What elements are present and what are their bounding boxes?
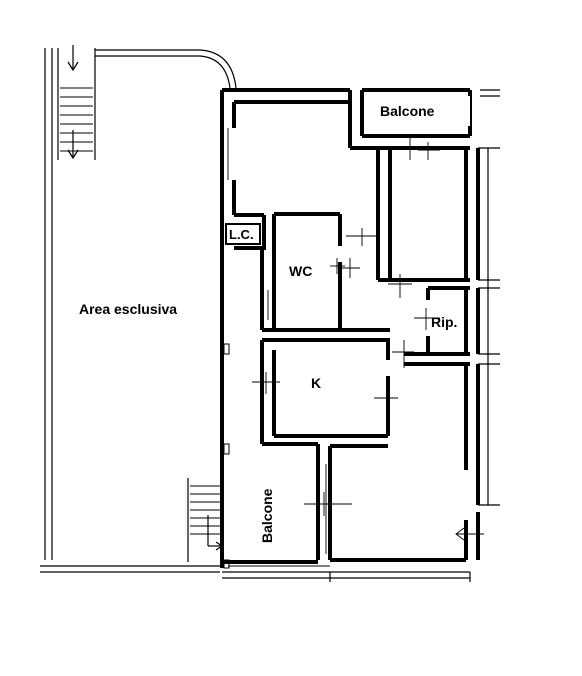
- window-marks: [223, 128, 327, 569]
- wc-label: WC: [289, 263, 312, 279]
- kitchen-label: K: [311, 375, 321, 391]
- stair-top-left: [57, 45, 96, 160]
- rip-label: Rip.: [431, 314, 457, 330]
- stair-bottom-left: [187, 478, 224, 562]
- balcone-top-label: Balcone: [380, 103, 435, 119]
- bottom-walls: [222, 462, 480, 582]
- opening-markers: [252, 138, 484, 541]
- lc-label: L.C.: [229, 227, 254, 242]
- balcone-bottom-label: Balcone: [259, 488, 275, 543]
- interior-walls: [260, 147, 500, 506]
- area-esclusiva-label: Area esclusiva: [79, 301, 177, 317]
- exclusive-area-outline: [40, 48, 237, 573]
